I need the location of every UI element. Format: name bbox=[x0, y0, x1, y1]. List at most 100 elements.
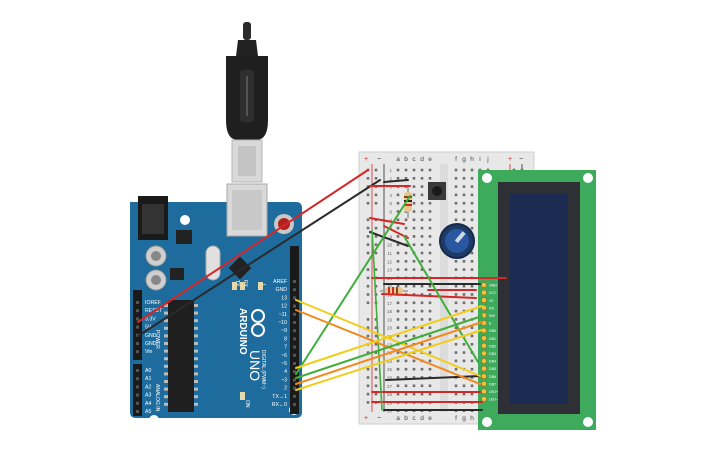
lcd-pin[interactable] bbox=[481, 297, 487, 304]
pin-label: RX←0 bbox=[272, 402, 287, 408]
pin-label: 4 bbox=[284, 369, 287, 375]
pin-label: ~3 bbox=[281, 377, 287, 383]
column-label: h bbox=[470, 415, 474, 422]
lcd-pin-label: DB7 bbox=[489, 382, 496, 386]
power-header-label: POWER bbox=[154, 330, 160, 349]
pin-label: 12 bbox=[281, 304, 287, 310]
lcd-pin-label: RW bbox=[489, 314, 496, 318]
pin-label: A3 bbox=[145, 393, 151, 399]
rail-plus-label: + bbox=[364, 415, 368, 422]
rail-minus-label: − bbox=[377, 156, 381, 163]
pin-label: Vin bbox=[145, 349, 153, 355]
pin-label: IOREF bbox=[145, 300, 161, 306]
row-number: 10 bbox=[387, 243, 393, 248]
rail-plus-label: + bbox=[508, 156, 512, 163]
lcd-pin[interactable] bbox=[481, 358, 487, 364]
pin-label: GND bbox=[145, 333, 157, 339]
on-led-label: ON bbox=[244, 400, 250, 408]
lcd-pin-label: DB0 bbox=[489, 329, 496, 333]
column-label: d bbox=[420, 415, 424, 422]
pin-label: 8 bbox=[284, 336, 287, 342]
arduino-uno[interactable]: ARDUINO UNO DIGITAL (PWM~) POWER ANALOG … bbox=[130, 183, 302, 425]
row-number: 26 bbox=[387, 376, 393, 381]
pin-label: 13 bbox=[281, 295, 287, 301]
lcd-pin-label: LED− bbox=[489, 398, 498, 402]
pin-label: 5V bbox=[145, 325, 152, 331]
lcd-pin[interactable] bbox=[481, 388, 487, 395]
wire-gnd bbox=[137, 179, 381, 337]
crystal-oscillator bbox=[205, 245, 221, 281]
lcd-pin-label: GND bbox=[489, 284, 497, 288]
column-label: g bbox=[462, 415, 466, 422]
lcd-pin[interactable] bbox=[481, 342, 487, 349]
column-label: d bbox=[420, 156, 424, 163]
row-number: 24 bbox=[387, 359, 393, 364]
column-label: a bbox=[396, 415, 400, 422]
push-button[interactable] bbox=[428, 182, 446, 200]
row-number: 3 bbox=[389, 185, 392, 190]
row-number: 5 bbox=[389, 201, 392, 206]
row-number: 19 bbox=[387, 317, 393, 322]
potentiometer[interactable] bbox=[439, 223, 475, 259]
lcd-pin[interactable] bbox=[481, 380, 487, 387]
pin-label: AREF bbox=[273, 279, 287, 285]
lcd-16x2[interactable]: GNDVCCV0RSRWEDB0DB1DB2DB3DB4DB5DB6DB7LED… bbox=[478, 170, 596, 430]
lcd-pin[interactable] bbox=[481, 282, 487, 288]
wire-5v bbox=[137, 169, 369, 323]
arduino-brand: ARDUINO bbox=[237, 308, 248, 355]
row-number: 2 bbox=[389, 176, 392, 181]
row-number: 28 bbox=[387, 392, 393, 397]
pin-label: A1 bbox=[145, 376, 151, 382]
row-number: 27 bbox=[387, 384, 393, 389]
rail-minus-label: − bbox=[519, 156, 523, 163]
lcd-pin[interactable] bbox=[481, 335, 487, 342]
power-header bbox=[133, 290, 142, 360]
analog-header bbox=[133, 364, 142, 416]
row-number: 12 bbox=[387, 259, 393, 264]
lcd-pin[interactable] bbox=[481, 350, 487, 357]
pin-label: 2 bbox=[284, 386, 287, 392]
row-number: 20 bbox=[387, 326, 393, 331]
lcd-pin-label: DB6 bbox=[489, 375, 496, 379]
row-number: 1 bbox=[389, 168, 392, 173]
lcd-pin-label: VCC bbox=[489, 291, 497, 295]
pin-label: GND bbox=[275, 287, 287, 293]
analog-header-label: ANALOG IN bbox=[154, 384, 160, 412]
row-number: 22 bbox=[387, 342, 393, 347]
arduino-model: UNO bbox=[247, 350, 263, 381]
lcd-pin-label: DB4 bbox=[489, 360, 496, 364]
lcd-pin[interactable] bbox=[481, 396, 487, 402]
column-label: h bbox=[470, 156, 474, 163]
pin-label: 7 bbox=[284, 345, 287, 351]
column-label: f bbox=[455, 156, 457, 163]
lcd-pin[interactable] bbox=[481, 365, 487, 372]
pin-label: A4 bbox=[145, 401, 151, 407]
pin-label: TX→1 bbox=[272, 394, 287, 400]
rail-minus-label: − bbox=[377, 415, 381, 422]
lcd-pin-label: LED+ bbox=[489, 390, 498, 394]
lcd-pin-label: DB1 bbox=[489, 337, 496, 341]
usb-cable bbox=[226, 22, 268, 183]
lcd-pin[interactable] bbox=[481, 289, 487, 296]
lcd-screen bbox=[510, 194, 568, 404]
pin-label: GND bbox=[145, 341, 157, 347]
column-label: j bbox=[486, 156, 488, 163]
row-number: 15 bbox=[387, 284, 393, 289]
row-number: 13 bbox=[387, 268, 393, 273]
resistor bbox=[380, 287, 408, 295]
lcd-pin-label: V0 bbox=[489, 299, 493, 303]
pin-label: ~11 bbox=[279, 312, 288, 318]
column-label: i bbox=[479, 156, 480, 163]
row-number: 30 bbox=[387, 409, 393, 414]
pin-label: ~5 bbox=[281, 361, 287, 367]
pin-label: A0 bbox=[145, 368, 151, 374]
row-number: 9 bbox=[389, 234, 392, 239]
lcd-pin[interactable] bbox=[481, 373, 487, 380]
column-label: g bbox=[462, 156, 466, 163]
column-label: c bbox=[412, 415, 416, 422]
column-label: b bbox=[404, 156, 408, 163]
pin-label: 3.3V bbox=[145, 316, 156, 322]
row-number: 6 bbox=[389, 210, 392, 215]
lcd-pin-label: DB5 bbox=[489, 367, 496, 371]
